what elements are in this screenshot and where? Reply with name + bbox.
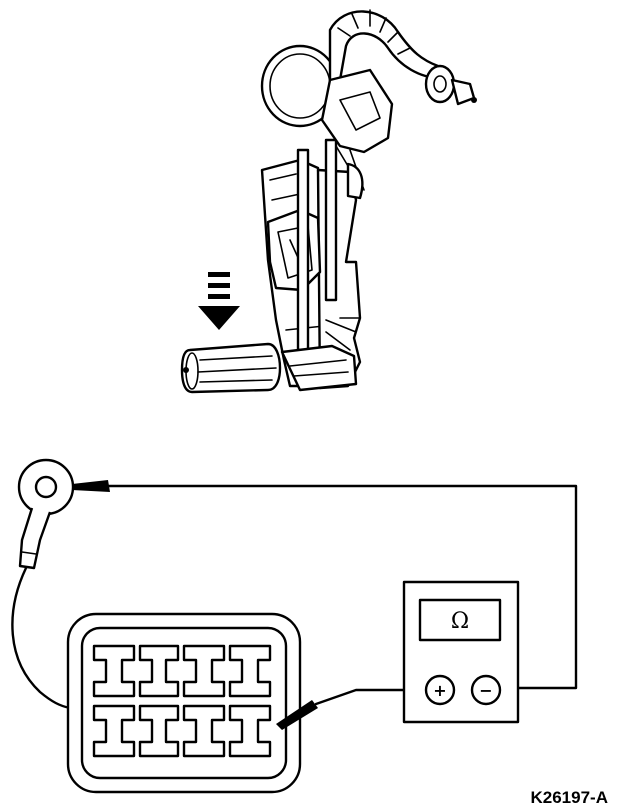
negative-terminal: − (470, 674, 502, 706)
figure-code-label: K26197-A (531, 788, 609, 807)
ohmmeter: Ω + − (402, 580, 520, 724)
connector-pin-row-lower (92, 704, 272, 758)
connector-pin-row-upper (92, 644, 272, 698)
fuel-pump-sender-assembly (180, 9, 477, 394)
installation-direction-arrow (198, 272, 240, 330)
ground-lead-wire (11, 566, 72, 710)
ground-ring-terminal (17, 458, 75, 570)
meter-probe-tip-lower (276, 688, 426, 730)
positive-terminal: + (424, 674, 456, 706)
pump-electrical-connector (66, 612, 302, 794)
meter-probe-tip-upper (72, 480, 578, 690)
ohm-symbol: Ω (451, 609, 469, 634)
positive-symbol: + (433, 681, 446, 700)
negative-symbol: − (479, 681, 492, 700)
